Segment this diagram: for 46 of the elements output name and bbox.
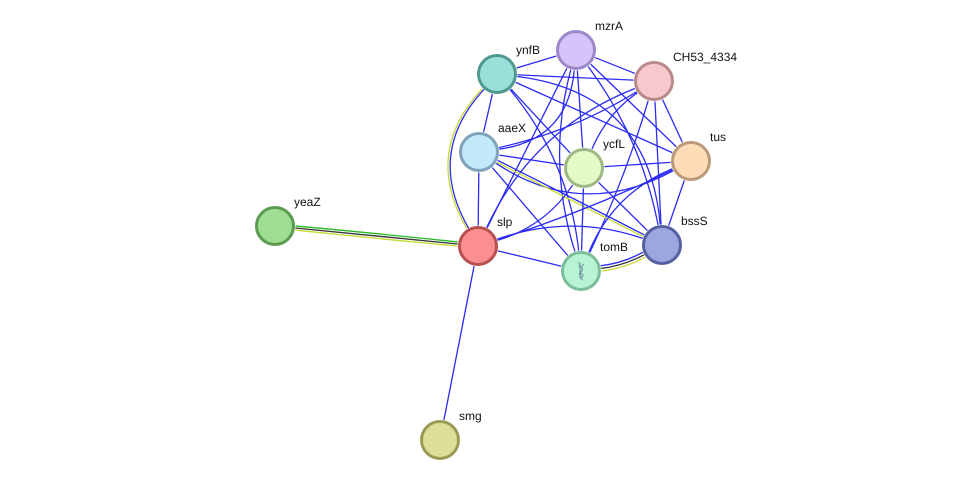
interaction-line [580,188,584,251]
interaction-line [497,226,643,240]
interaction-line [499,154,564,166]
interaction-line [498,250,562,267]
interaction-line [604,162,671,168]
interaction-line [486,68,568,228]
protein-label: mzrA [595,19,623,33]
interaction-line [654,101,662,225]
interaction-line [497,169,673,240]
interaction-line [497,184,574,241]
protein-label: tomB [600,240,628,254]
interaction-line [492,167,568,256]
interaction-line [516,55,557,69]
interaction-line [499,70,575,150]
interaction-line [591,92,638,150]
interaction-line [668,180,685,226]
interaction-line [510,89,580,251]
interaction-line [515,82,673,154]
protein-label: ynfB [516,43,540,57]
protein-label: smg [459,409,482,423]
interaction-line [588,168,672,252]
interaction-line [510,88,571,154]
interaction-line [600,252,644,266]
interaction-line [496,162,674,194]
interaction-line [498,91,637,148]
protein-label: CH53_4334 [673,50,738,64]
interaction-line [559,70,576,252]
protein-label: bssS [681,214,708,228]
interaction-line [517,74,634,81]
protein-label: ycfL [603,137,626,151]
interaction-line [486,88,636,228]
interaction-line [478,172,480,226]
interaction-line [594,56,636,74]
interaction-line [576,70,584,148]
protein-label: tus [710,130,726,144]
interaction-line [588,66,659,226]
interaction-line [590,64,677,148]
protein-label: slp [497,215,512,229]
interaction-line [482,94,494,132]
protein-label: aaeX [498,121,526,135]
interaction-line [598,182,648,232]
interaction-line [443,266,475,420]
interaction-line [662,99,683,143]
interaction-line [589,100,649,253]
interaction-line [517,76,661,225]
protein-label: yeaZ [294,195,321,209]
